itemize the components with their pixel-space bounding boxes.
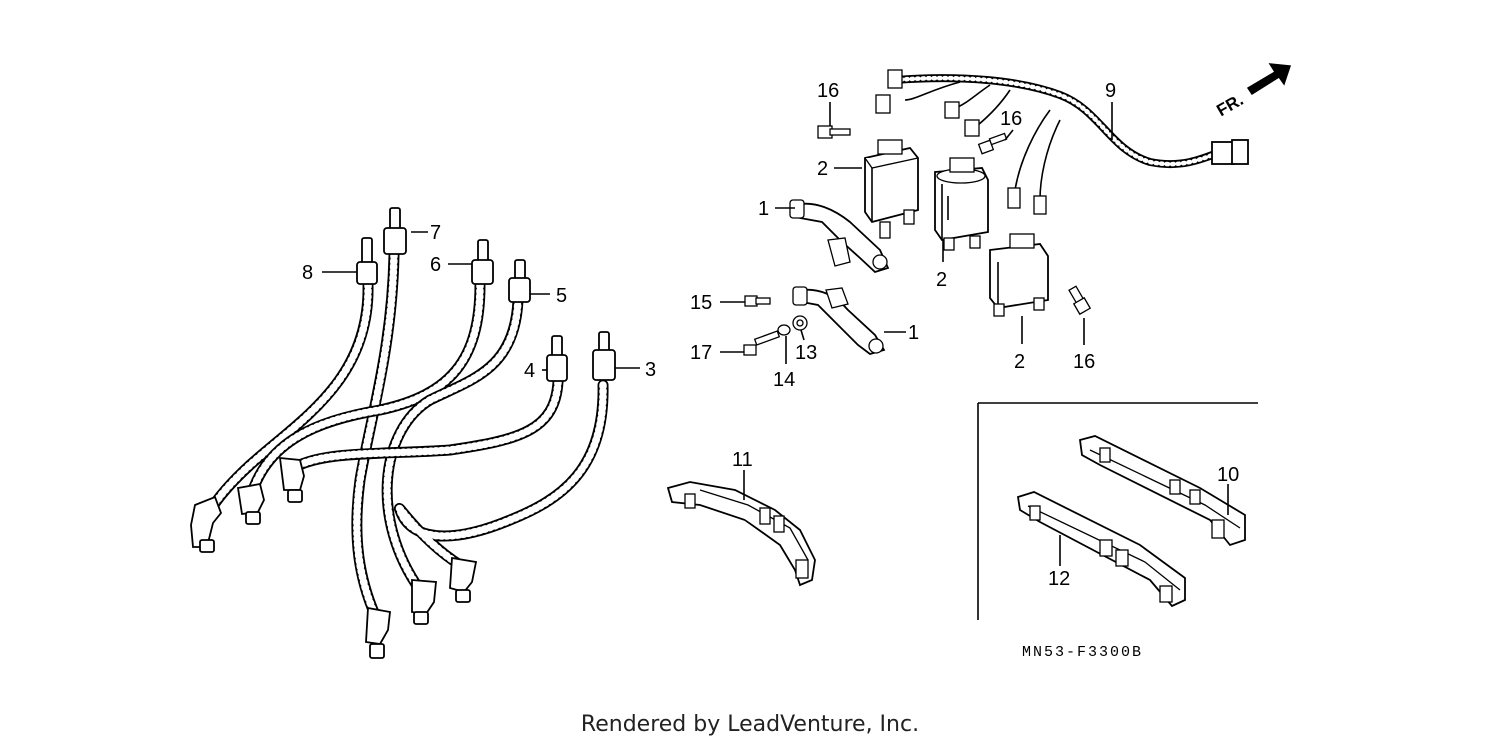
callout-5: 5 — [556, 285, 567, 307]
plug-connector-6 — [471, 239, 494, 285]
callout-2: 2 — [1014, 351, 1025, 373]
plug-boot — [190, 495, 223, 553]
callout-3: 3 — [645, 359, 656, 381]
callout-9: 9 — [1105, 80, 1116, 102]
callout-2: 2 — [936, 269, 947, 291]
plug-connector-7 — [383, 207, 407, 255]
ignition-coil-lower — [989, 233, 1049, 317]
callout-12: 12 — [1048, 568, 1070, 590]
plug-cord-upper — [789, 199, 890, 274]
cable-clamp-11 — [666, 481, 816, 587]
callout-labels: 16 2 1 2 16 9 2 16 15 17 14 13 1 7 8 6 5… — [302, 80, 1239, 590]
callout-2: 2 — [817, 158, 828, 180]
callout-10: 10 — [1217, 464, 1239, 486]
ignition-coil-upper — [864, 139, 919, 239]
plug-boot — [449, 556, 478, 603]
callout-14: 14 — [773, 369, 795, 391]
bolt-15 — [744, 295, 771, 307]
plug-boot — [278, 456, 305, 503]
callout-17: 17 — [690, 342, 712, 364]
plug-boot — [411, 579, 437, 625]
cable-clamp-12 — [1016, 491, 1186, 608]
callout-7: 7 — [430, 222, 441, 244]
plug-connector-4 — [546, 335, 568, 382]
inset-box — [977, 402, 1258, 620]
footer-credit: Rendered by LeadVenture, Inc. — [580, 712, 920, 737]
bolt-16-lower — [1068, 285, 1092, 316]
bolt-17 — [743, 330, 781, 356]
callout-1: 1 — [908, 322, 919, 344]
bolt-16-middle — [977, 132, 1008, 155]
plug-boot — [236, 482, 265, 525]
callout-11: 11 — [732, 449, 753, 471]
washer-14 — [777, 324, 791, 336]
plug-connector-5 — [508, 259, 531, 303]
callout-16: 16 — [817, 80, 839, 102]
ignition-coil-middle — [934, 157, 989, 251]
bolt-16-upper — [817, 125, 851, 139]
wire-harness — [875, 69, 1249, 215]
leader-lines — [322, 102, 1229, 566]
callout-8: 8 — [302, 262, 313, 284]
plug-connector-3 — [592, 331, 616, 381]
front-arrow-icon: FR. — [1213, 63, 1292, 120]
nut-13 — [792, 315, 808, 331]
callout-16: 16 — [1073, 351, 1095, 373]
plug-boot — [365, 606, 391, 659]
plug-cord-lower — [792, 286, 886, 355]
callout-6: 6 — [430, 254, 441, 276]
callout-4: 4 — [524, 360, 535, 382]
callout-16: 16 — [1000, 108, 1022, 130]
callout-13: 13 — [795, 342, 817, 364]
cable-clamp-10 — [1079, 435, 1246, 547]
front-direction-label: FR. — [1213, 90, 1246, 120]
spark-plug-cables — [190, 207, 616, 659]
plug-connector-8 — [356, 237, 378, 285]
diagram-code: MN53-F3300B — [1022, 644, 1143, 661]
callout-1: 1 — [758, 198, 769, 220]
callout-15: 15 — [690, 292, 712, 314]
